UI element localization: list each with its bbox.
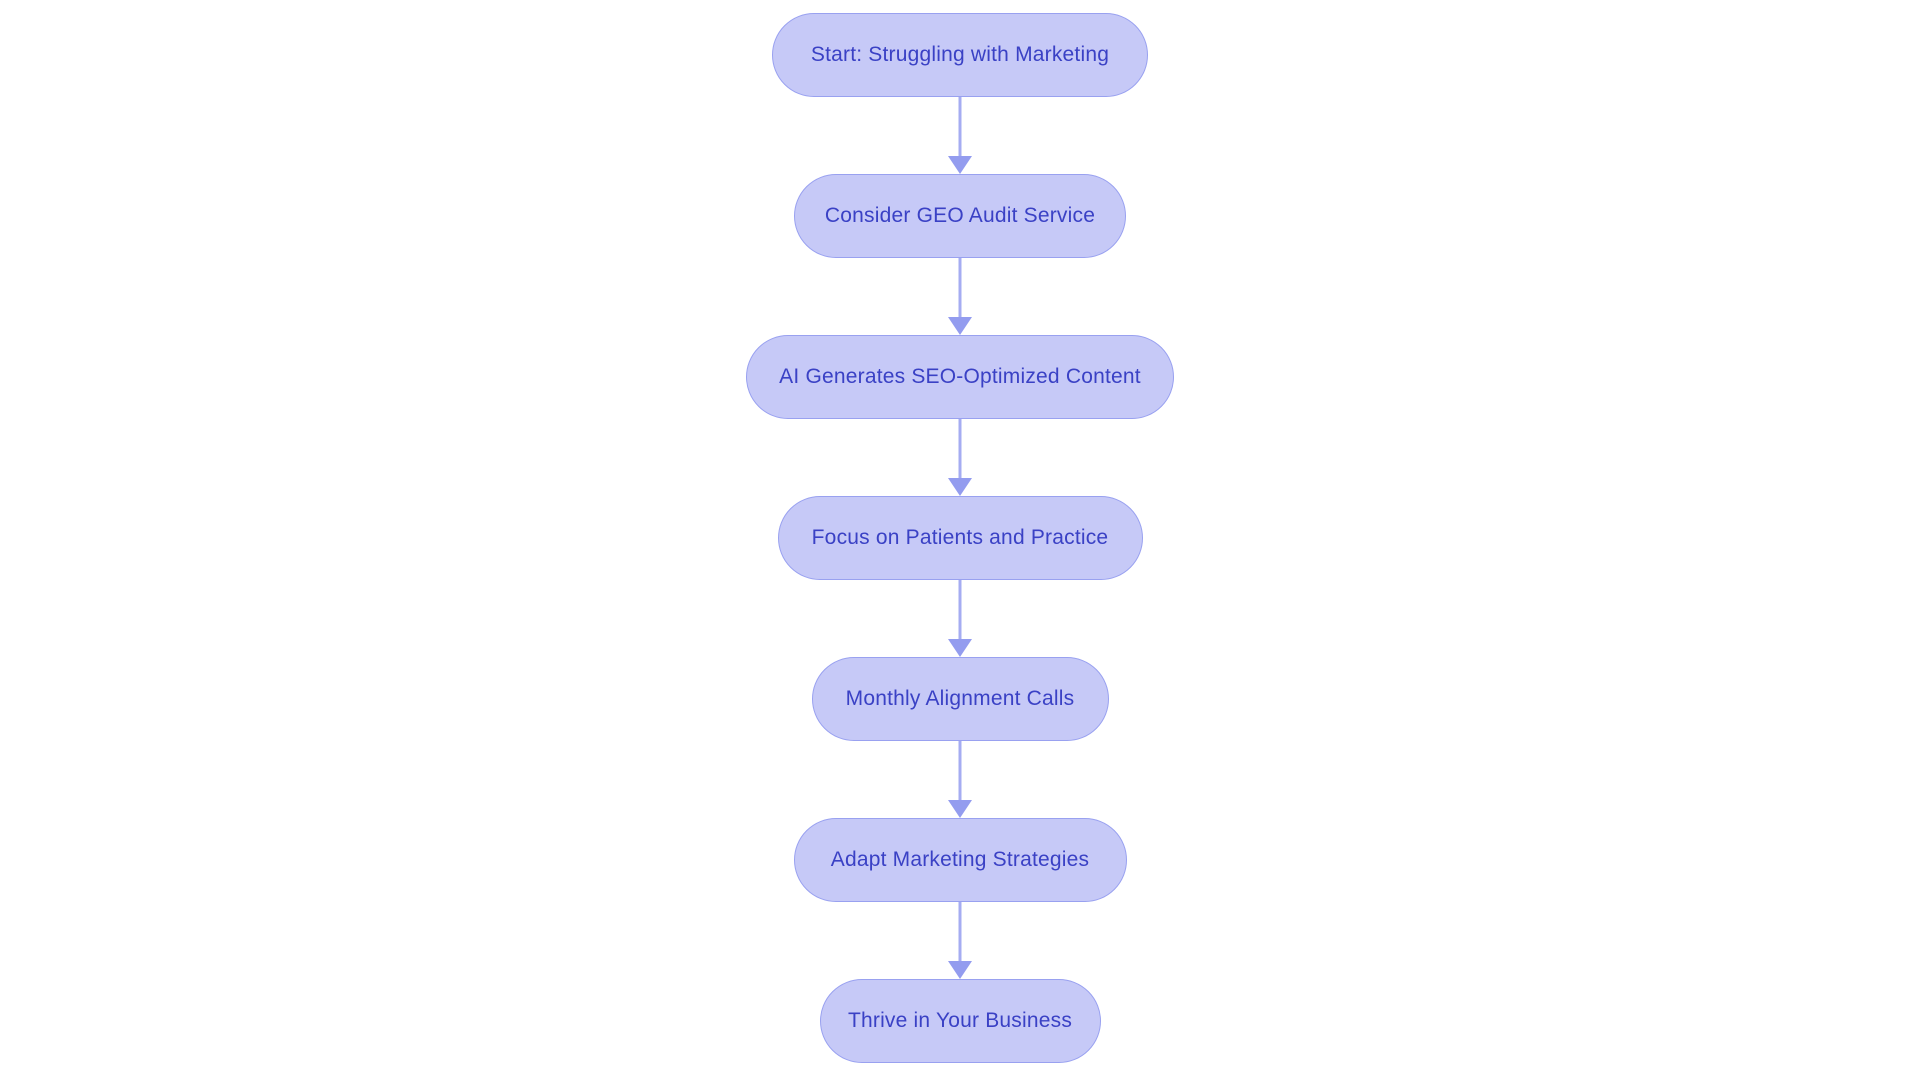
flow-node-start-struggling-with-marketing: Start: Struggling with Marketing [772, 13, 1148, 97]
flow-node-consider-geo-audit-service: Consider GEO Audit Service [794, 174, 1126, 258]
flow-arrow-2 [947, 258, 973, 335]
arrow-line [958, 419, 962, 482]
arrow-down-icon [948, 317, 972, 335]
flow-arrow-4 [947, 580, 973, 657]
flow-arrow-1 [947, 97, 973, 174]
arrow-line [958, 258, 962, 321]
flow-arrow-3 [947, 419, 973, 496]
flow-node-monthly-alignment-calls: Monthly Alignment Calls [811, 657, 1109, 741]
arrow-line [958, 580, 962, 643]
arrow-line [958, 97, 962, 160]
flow-arrow-5 [947, 741, 973, 818]
arrow-line [958, 741, 962, 804]
arrow-down-icon [948, 478, 972, 496]
flow-node-focus-on-patients-and-practice: Focus on Patients and Practice [777, 496, 1143, 580]
arrow-line [958, 902, 962, 965]
arrow-down-icon [948, 800, 972, 818]
flow-node-ai-generates-seo-optimized-content: AI Generates SEO-Optimized Content [746, 335, 1174, 419]
arrow-down-icon [948, 156, 972, 174]
flow-node-adapt-marketing-strategies: Adapt Marketing Strategies [793, 818, 1127, 902]
flow-arrow-6 [947, 902, 973, 979]
flow-node-thrive-in-your-business: Thrive in Your Business [819, 979, 1101, 1063]
arrow-down-icon [948, 961, 972, 979]
arrow-down-icon [948, 639, 972, 657]
